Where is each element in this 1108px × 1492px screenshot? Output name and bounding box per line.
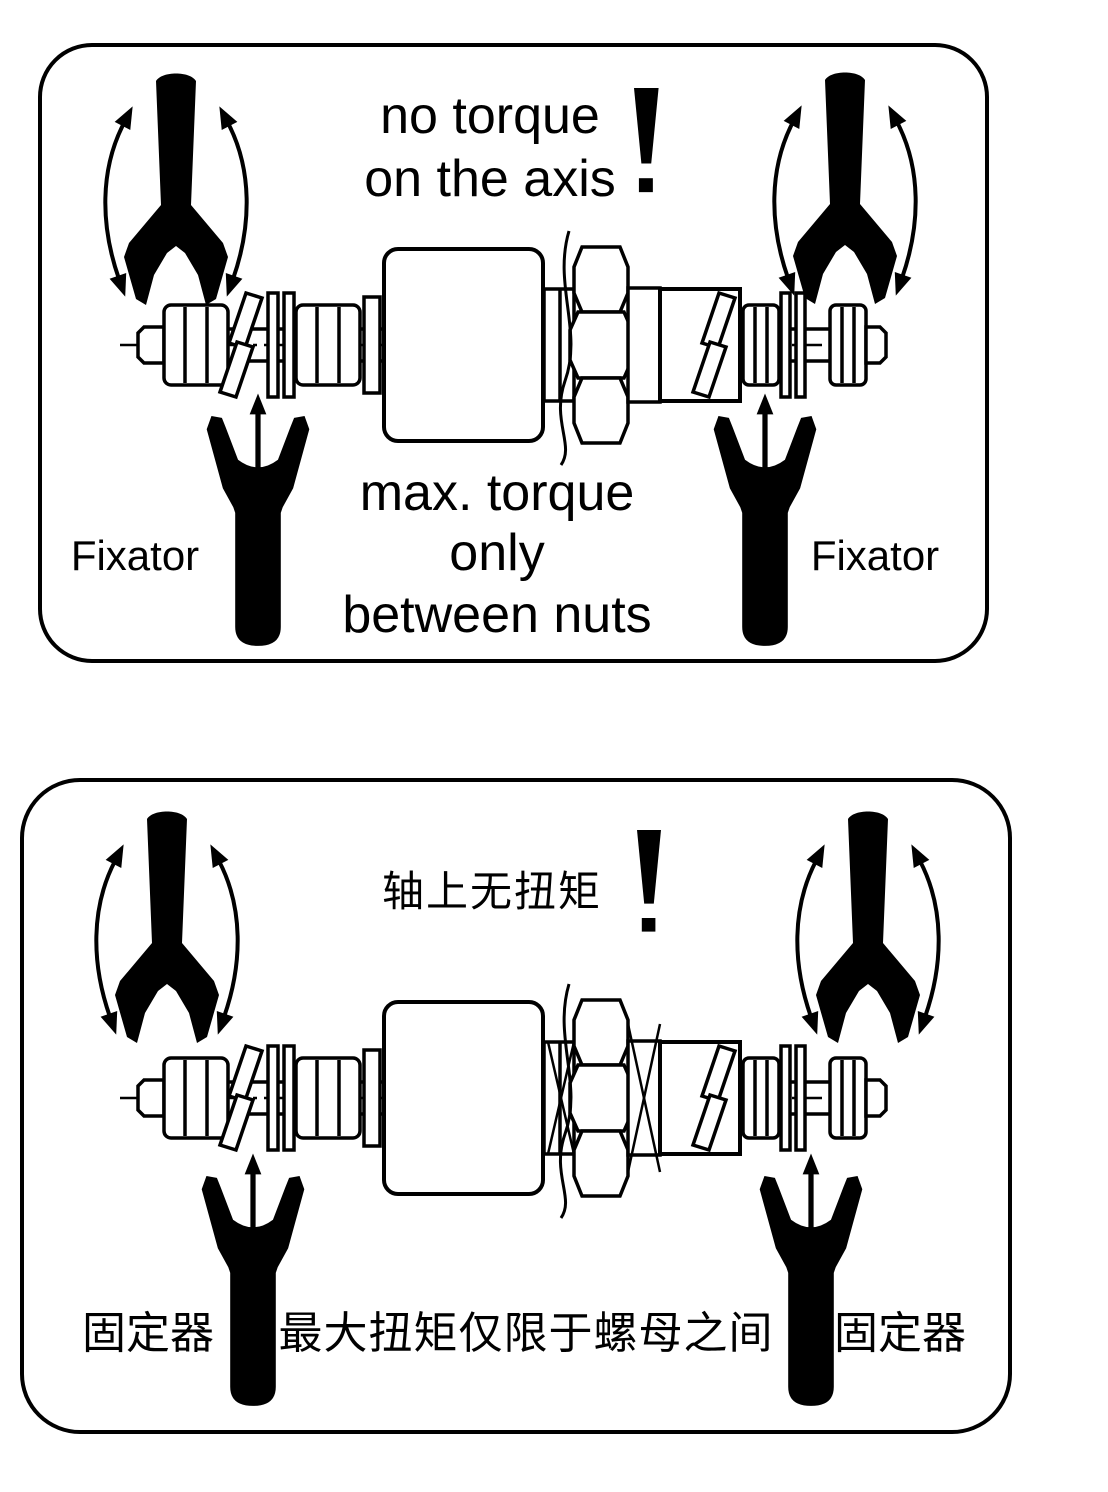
torque-note-line2: only (449, 524, 544, 582)
warning-title-line1: no torque (380, 87, 600, 145)
fixator-label-right: 固定器 (834, 1309, 966, 1358)
torque-note-cn: 最大扭矩仅限于螺母之间 (279, 1309, 774, 1358)
torque-note-line1: max. torque (360, 464, 635, 522)
fixator-label-left: 固定器 (82, 1309, 214, 1358)
torque-note-line3: between nuts (342, 586, 651, 644)
panel-no-torque-english: no torque on the axis Fixator Fixator ma… (38, 43, 989, 663)
warning-title-cn: 轴上无扭矩 (382, 868, 602, 915)
fixator-label-right: Fixator (811, 532, 939, 579)
fixator-label-left: Fixator (71, 532, 199, 579)
warning-title-line2: on the axis (364, 150, 616, 208)
panel-no-torque-chinese: 轴上无扭矩 固定器 固定器 最大扭矩仅限于螺母之间 (20, 778, 1012, 1434)
